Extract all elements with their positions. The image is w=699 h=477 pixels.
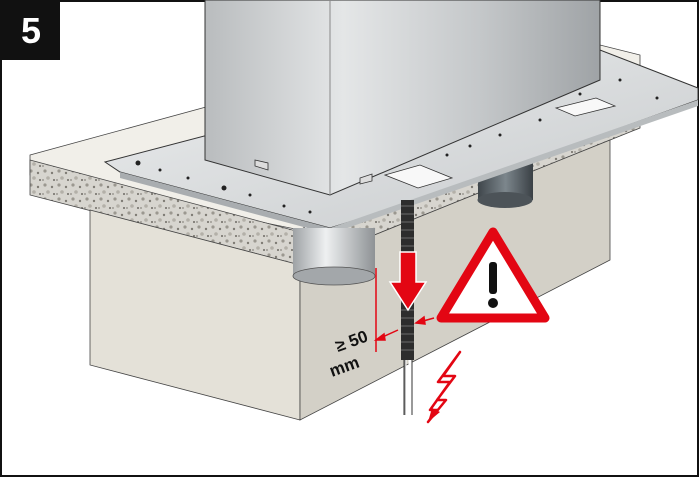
clearance-dimension bbox=[373, 268, 435, 352]
warning-triangle-icon bbox=[436, 227, 550, 323]
step-number-badge: 5 bbox=[2, 2, 60, 60]
lightning-bolt-icon bbox=[426, 350, 462, 424]
steel-housing bbox=[204, 0, 601, 196]
down-arrow-icon bbox=[388, 251, 428, 312]
plate-screws bbox=[135, 78, 659, 214]
